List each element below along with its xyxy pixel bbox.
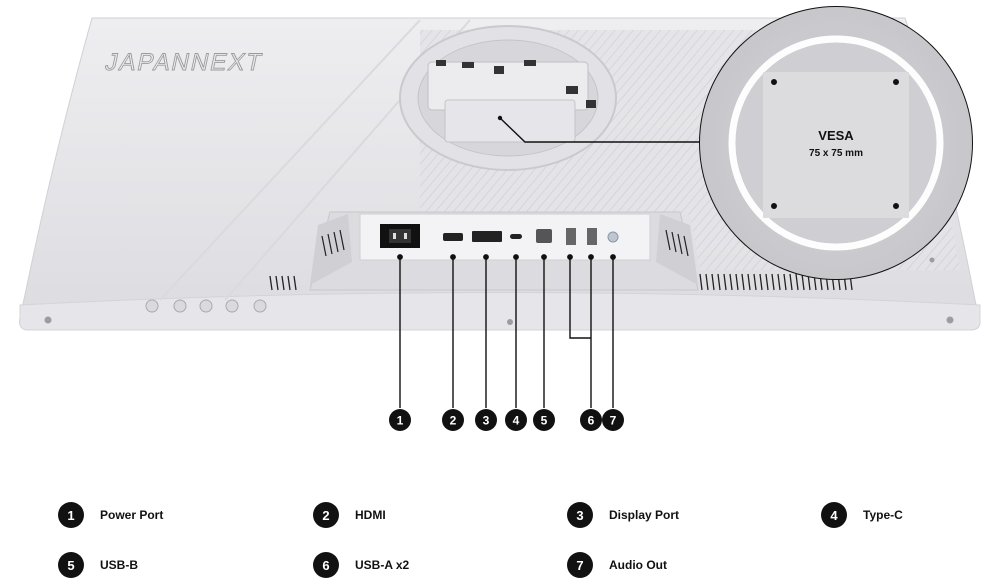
legend-badge: 1 (58, 502, 84, 528)
legend-label: HDMI (355, 508, 386, 522)
port-callout-badges: 1 2 3 4 5 6 7 (389, 409, 624, 431)
legend-item: 3 Display Port (567, 502, 679, 528)
stand-mount (399, 25, 617, 171)
vesa-plate (763, 72, 909, 218)
vesa-zoom-inset: VESA 75 x 75 mm (699, 6, 973, 280)
vesa-leader-line (499, 117, 700, 143)
legend-badge: 2 (313, 502, 339, 528)
port-usb-a-2 (587, 228, 597, 245)
svg-text:5: 5 (541, 414, 548, 428)
vesa-hole-icon (771, 203, 777, 209)
callout-badge: 6 (580, 409, 602, 431)
legend-item: 2 HDMI (313, 502, 386, 528)
port-usb-a-1 (566, 228, 576, 245)
legend-badge: 4 (821, 502, 847, 528)
brand-logo: JAPANNEXT (103, 49, 266, 76)
legend-label: USB-A x2 (355, 558, 410, 572)
screws (44, 257, 954, 325)
svg-text:2: 2 (450, 414, 457, 428)
io-bay (309, 211, 699, 291)
callout-badge: 1 (389, 409, 411, 431)
callout-badge: 2 (442, 409, 464, 431)
svg-text:6: 6 (588, 414, 595, 428)
legend-badge: 7 (567, 552, 593, 578)
svg-text:4: 4 (513, 414, 520, 428)
port-usb-b (536, 229, 552, 243)
callout-badge: 7 (602, 409, 624, 431)
svg-text:3: 3 (483, 414, 490, 428)
svg-text:1: 1 (397, 414, 404, 428)
port-hdmi (443, 233, 463, 241)
legend-badge: 5 (58, 552, 84, 578)
legend-label: USB-B (100, 558, 138, 572)
port-type-c (510, 234, 522, 239)
vesa-hole-icon (893, 79, 899, 85)
vesa-title: VESA (818, 128, 854, 143)
legend-item: 6 USB-A x2 (313, 552, 409, 578)
legend-label: Type-C (863, 508, 903, 522)
legend-item: 7 Audio Out (567, 552, 667, 578)
legend-badge: 3 (567, 502, 593, 528)
osd-buttons (145, 299, 267, 313)
legend-item: 5 USB-B (58, 552, 138, 578)
vesa-hole-icon (893, 203, 899, 209)
legend-label: Power Port (100, 508, 164, 522)
port-displayport (472, 231, 502, 242)
vesa-hole-icon (771, 79, 777, 85)
legend-label: Audio Out (609, 558, 667, 572)
legend-label: Display Port (609, 508, 680, 522)
port-power (380, 224, 420, 248)
callout-badge: 5 (533, 409, 555, 431)
port-audio-out (607, 231, 619, 243)
vesa-size: 75 x 75 mm (809, 148, 863, 159)
legend-item: 1 Power Port (58, 502, 163, 528)
port-leader-lines (397, 254, 616, 408)
callout-badge: 4 (505, 409, 527, 431)
svg-text:7: 7 (610, 414, 617, 428)
legend-item: 4 Type-C (821, 502, 903, 528)
callout-badge: 3 (475, 409, 497, 431)
legend-badge: 6 (313, 552, 339, 578)
